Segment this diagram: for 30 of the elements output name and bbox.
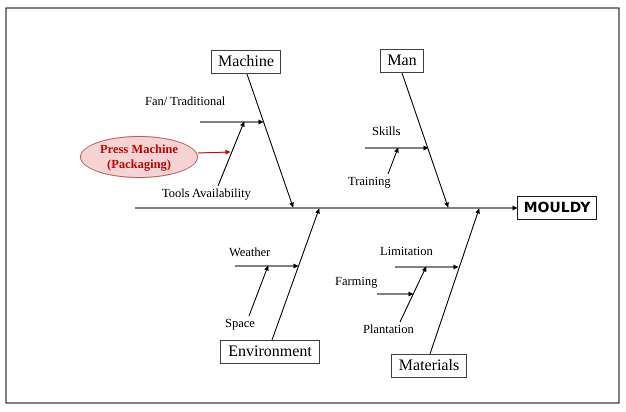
category-box: Materials: [391, 354, 467, 378]
arrow: [272, 208, 320, 340]
cause-label: Tools Availability: [162, 186, 272, 200]
arrow: [388, 148, 399, 174]
arrow: [364, 146, 428, 150]
cause-label: Skills: [362, 124, 408, 148]
arrow: [402, 72, 449, 208]
arrow: [400, 266, 426, 322]
spine-arrow: [134, 206, 518, 210]
arrow: [198, 150, 230, 155]
arrow: [394, 264, 458, 270]
arrow: [376, 292, 414, 296]
category-box: Environment: [220, 340, 320, 364]
cause-label: Weather: [228, 245, 274, 266]
cause-label: Space: [225, 316, 265, 330]
cause-label: Training: [348, 174, 398, 188]
arrow: [218, 122, 245, 186]
arrow: [430, 208, 480, 354]
highlighted-cause-ellipse: Press Machine (Packaging): [80, 136, 198, 178]
cause-label: Farming: [335, 274, 387, 294]
arrow: [248, 266, 269, 316]
arrow: [200, 120, 264, 124]
arrow: [246, 74, 294, 208]
category-box: Machine: [211, 50, 281, 74]
category-box: Man: [380, 49, 424, 73]
cause-label: Limitation: [380, 244, 435, 267]
arrow: [234, 264, 298, 268]
effect-box: MOULDY: [517, 196, 597, 220]
cause-label: Fan/ Traditional: [145, 94, 240, 122]
cause-label: Plantation: [363, 322, 425, 336]
